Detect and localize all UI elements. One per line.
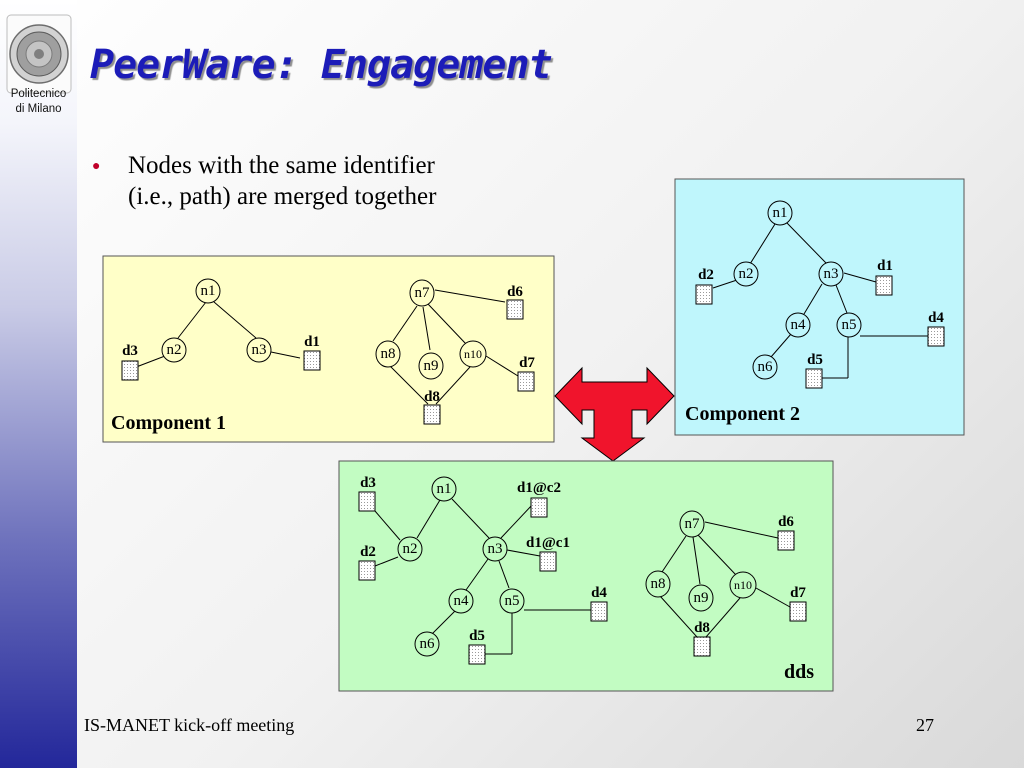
merge-arrow-icon bbox=[554, 366, 675, 462]
component2-panel: n1 n2 n3 n4 n5 n6 d1 d2 d4 d5 Component … bbox=[674, 178, 965, 436]
doc-label: d2 bbox=[360, 544, 376, 560]
doc-icon bbox=[468, 644, 486, 665]
doc-icon bbox=[423, 404, 441, 425]
doc-icon bbox=[875, 275, 893, 296]
component1-panel: n1 n2 n3 n7 n8 n9 n10 d1 d3 d6 d7 d8 Com… bbox=[102, 255, 555, 443]
bullet-dot-icon: ● bbox=[92, 159, 101, 174]
slide-title: PeerWare: Engagement bbox=[90, 42, 553, 88]
institution-name-line2: di Milano bbox=[15, 103, 62, 115]
sidebar: Politecnico di Milano bbox=[0, 0, 77, 768]
component1-label: Component 1 bbox=[111, 412, 226, 434]
footer-event-name: IS-MANET kick-off meeting bbox=[84, 715, 295, 735]
node-label: n2 bbox=[167, 342, 182, 358]
doc-label: d5 bbox=[469, 628, 485, 644]
doc-icon bbox=[927, 326, 945, 347]
university-seal-logo bbox=[6, 14, 72, 94]
node-label: n9 bbox=[694, 590, 709, 606]
node-label: n9 bbox=[424, 358, 439, 374]
doc-icon bbox=[506, 299, 524, 320]
dds-panel: n1 n2 n3 n4 n5 n6 n7 n8 n9 n10 d3 d2 d1@… bbox=[338, 460, 834, 692]
doc-icon bbox=[358, 491, 376, 512]
node-label: n10 bbox=[734, 578, 752, 592]
doc-label: d3 bbox=[360, 475, 376, 491]
node-label: n5 bbox=[842, 317, 857, 333]
node-label: n6 bbox=[758, 359, 774, 375]
doc-icon bbox=[777, 530, 795, 551]
node-label: n3 bbox=[488, 541, 503, 557]
doc-label: d6 bbox=[778, 514, 794, 530]
bullet-text-line2: (i.e., path) are merged together bbox=[128, 183, 437, 210]
doc-label: d1@c2 bbox=[517, 480, 561, 496]
doc-icon bbox=[530, 497, 548, 518]
doc-label: d4 bbox=[928, 310, 944, 326]
doc-label: d6 bbox=[507, 284, 523, 300]
bullet-text-line1: Nodes with the same identifier bbox=[128, 152, 435, 179]
doc-label: d5 bbox=[807, 352, 823, 368]
doc-icon bbox=[358, 560, 376, 581]
node-label: n4 bbox=[791, 317, 807, 333]
node-label: n8 bbox=[651, 576, 666, 592]
doc-icon bbox=[121, 360, 139, 381]
doc-label: d1 bbox=[877, 258, 893, 274]
doc-label: d8 bbox=[424, 389, 440, 405]
node-label: n5 bbox=[505, 593, 520, 609]
doc-label: d4 bbox=[591, 585, 607, 601]
node-label: n3 bbox=[252, 342, 267, 358]
node-label: n8 bbox=[381, 346, 396, 362]
doc-label: d1 bbox=[304, 334, 320, 350]
doc-label: d2 bbox=[698, 267, 714, 283]
node-label: n2 bbox=[403, 541, 418, 557]
node-label: n3 bbox=[824, 266, 839, 282]
dds-label: dds bbox=[784, 661, 814, 683]
doc-label: d8 bbox=[694, 620, 710, 636]
node-label: n1 bbox=[437, 481, 452, 497]
doc-icon bbox=[590, 601, 608, 622]
node-label: n7 bbox=[415, 285, 431, 301]
slide-number: 27 bbox=[916, 715, 934, 735]
doc-icon bbox=[517, 371, 535, 392]
doc-icon bbox=[695, 284, 713, 305]
node-label: n1 bbox=[773, 205, 788, 221]
doc-icon bbox=[539, 551, 557, 572]
node-label: n10 bbox=[464, 347, 482, 361]
node-label: n4 bbox=[454, 593, 470, 609]
doc-icon bbox=[789, 601, 807, 622]
doc-icon bbox=[693, 636, 711, 657]
doc-label: d1@c1 bbox=[526, 535, 570, 551]
institution-name-line1: Politecnico bbox=[10, 88, 67, 100]
doc-label: d7 bbox=[790, 585, 806, 601]
doc-icon bbox=[805, 368, 823, 389]
doc-label: d3 bbox=[122, 343, 138, 359]
node-label: n1 bbox=[201, 283, 216, 299]
node-label: n2 bbox=[739, 266, 754, 282]
node-label: n6 bbox=[420, 636, 436, 652]
doc-icon bbox=[303, 350, 321, 371]
doc-label: d7 bbox=[519, 355, 535, 371]
node-label: n7 bbox=[685, 516, 701, 532]
component2-label: Component 2 bbox=[685, 403, 800, 425]
